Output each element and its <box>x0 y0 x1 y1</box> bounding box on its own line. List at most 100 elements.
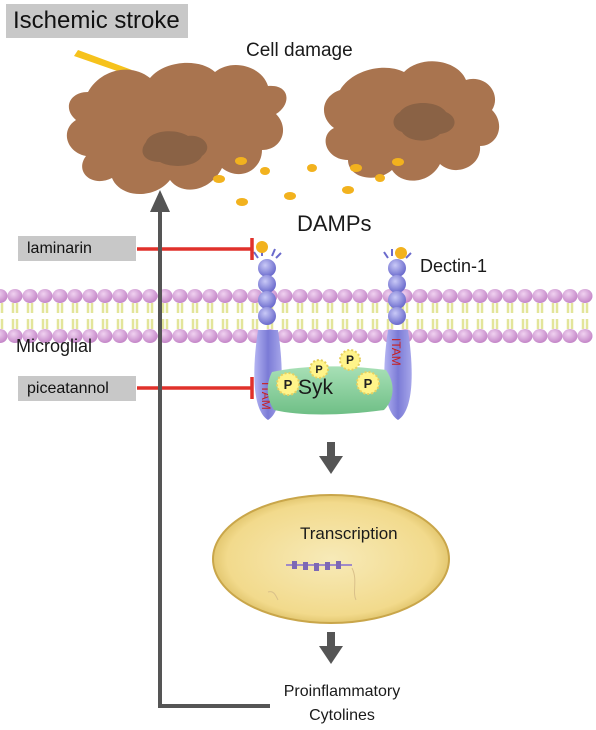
lipid-head <box>82 329 98 343</box>
phospho-2: P <box>309 359 329 379</box>
inhibitor-piceatannol-line <box>137 377 254 399</box>
lipid-head <box>412 289 428 303</box>
svg-text:P: P <box>364 376 373 391</box>
dectin1-label: Dectin-1 <box>420 256 488 276</box>
itam-label-right: ITAM <box>389 338 403 366</box>
lipid-head <box>547 329 563 343</box>
lipid-head <box>472 329 488 343</box>
lipid-head <box>457 289 473 303</box>
damps-label: DAMPs <box>297 211 372 236</box>
lipid-head <box>502 289 518 303</box>
lipid-head <box>352 289 368 303</box>
lipid-head <box>352 329 368 343</box>
lipid-head <box>442 289 458 303</box>
lipid-head <box>187 289 203 303</box>
lipid-bilayer <box>0 289 593 343</box>
lipid-head <box>307 329 323 343</box>
svg-text:P: P <box>346 353 354 367</box>
output-line2-text: Cytolines <box>309 707 375 724</box>
lipid-head <box>0 289 8 303</box>
lightning-icon <box>74 50 156 82</box>
lipid-head <box>52 329 68 343</box>
output-label-line1: Proinflammatory <box>0 683 596 701</box>
lipid-head <box>292 329 308 343</box>
lipid-head <box>112 329 128 343</box>
lipid-head <box>172 329 188 343</box>
lipid-head <box>7 289 23 303</box>
lipid-head <box>307 289 323 303</box>
lipid-head <box>232 289 248 303</box>
output-label-line2: Cytolines <box>0 707 596 725</box>
lipid-head <box>142 289 158 303</box>
feedback-arrow <box>158 208 270 708</box>
lipid-head <box>187 329 203 343</box>
lipid-head <box>427 289 443 303</box>
lipid-head <box>0 329 8 343</box>
lipid-head <box>412 329 428 343</box>
lipid-head <box>427 329 443 343</box>
lipid-head <box>37 329 53 343</box>
lipid-head <box>337 329 353 343</box>
lipid-head <box>532 329 548 343</box>
lipid-head <box>337 289 353 303</box>
lipid-head <box>217 289 233 303</box>
inhibitor-laminarin: laminarin <box>18 236 136 261</box>
lipid-head <box>172 289 188 303</box>
lipid-head <box>127 289 143 303</box>
lipid-head <box>562 289 578 303</box>
arrow-down-2 <box>319 632 343 664</box>
lipid-head <box>472 289 488 303</box>
lipid-head <box>517 329 533 343</box>
damaged-cell-left-nucleus <box>142 131 208 166</box>
nucleus <box>212 494 450 624</box>
lipid-head <box>577 289 593 303</box>
title: Ischemic stroke <box>6 4 188 38</box>
lipid-head <box>37 289 53 303</box>
lipid-head <box>502 329 518 343</box>
lipid-head <box>52 289 68 303</box>
lipid-head <box>532 289 548 303</box>
lipid-head <box>487 329 503 343</box>
damps-particles <box>213 157 404 206</box>
lipid-head <box>202 329 218 343</box>
phospho-groups: P P P P <box>276 349 380 396</box>
lipid-head <box>202 289 218 303</box>
inhibitor-piceatannol: piceatannol <box>18 376 136 401</box>
transcription-label: Transcription <box>300 524 398 543</box>
lipid-head <box>457 329 473 343</box>
lipid-head <box>442 329 458 343</box>
damaged-cell-right-nucleus <box>393 103 455 141</box>
lipid-head <box>22 289 38 303</box>
lipid-head <box>577 329 593 343</box>
lipid-head <box>232 329 248 343</box>
lipid-head <box>517 289 533 303</box>
lipid-head <box>547 289 563 303</box>
lipid-head <box>97 289 113 303</box>
lipid-head <box>322 289 338 303</box>
lipid-head <box>7 329 23 343</box>
lipid-head <box>217 329 233 343</box>
lipid-head <box>67 329 83 343</box>
microglial-label: Microglial <box>16 336 93 356</box>
phospho-4: P <box>356 371 380 395</box>
lipid-head <box>127 329 143 343</box>
lipid-head <box>562 329 578 343</box>
lipid-head <box>67 289 83 303</box>
svg-text:P: P <box>315 364 322 376</box>
svg-text:P: P <box>284 377 293 392</box>
lipid-head <box>82 289 98 303</box>
cell-damage-label: Cell damage <box>246 40 353 61</box>
dna-strand <box>267 561 357 601</box>
lipid-head <box>97 329 113 343</box>
lipid-head <box>367 329 383 343</box>
output-line1-text: Proinflammatory <box>283 683 401 700</box>
lipid-head <box>112 289 128 303</box>
syk-label: Syk <box>298 376 334 399</box>
damaged-cell-left <box>66 62 287 195</box>
lipid-head <box>22 329 38 343</box>
lipid-head <box>322 329 338 343</box>
phospho-3: P <box>339 349 361 371</box>
phospho-1: P <box>276 372 300 396</box>
feedback-arrowhead <box>150 190 170 212</box>
